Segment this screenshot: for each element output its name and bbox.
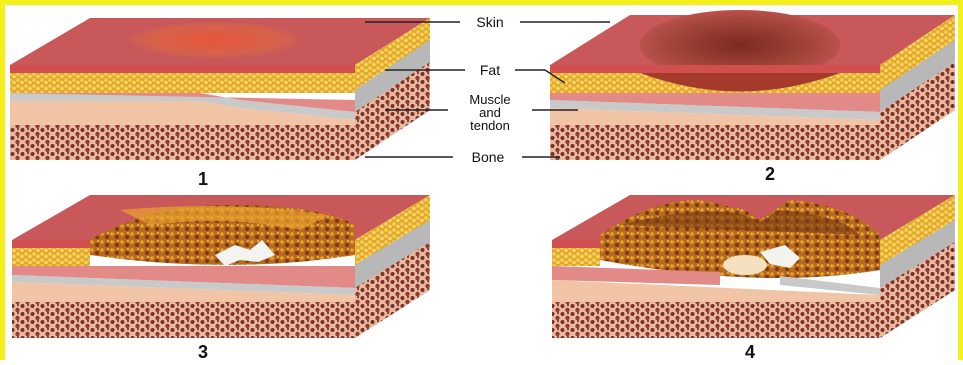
stage-4-block: [552, 195, 955, 338]
stage-1-number: 1: [198, 169, 208, 189]
stage-3-number: 3: [198, 342, 208, 360]
label-skin: Skin: [476, 14, 503, 30]
frame-border-top: [0, 0, 963, 5]
frame-border-right: [958, 0, 963, 360]
stage-1-block: [10, 18, 430, 160]
label-fat: Fat: [480, 62, 500, 78]
stage-2-block: [550, 10, 955, 160]
stage-4-number: 4: [745, 342, 755, 360]
frame-border-left: [0, 0, 5, 360]
label-muscle-line3: tendon: [470, 118, 510, 133]
label-bone: Bone: [472, 149, 505, 165]
stage-2-number: 2: [765, 164, 775, 184]
stage-3-block: [12, 195, 430, 338]
